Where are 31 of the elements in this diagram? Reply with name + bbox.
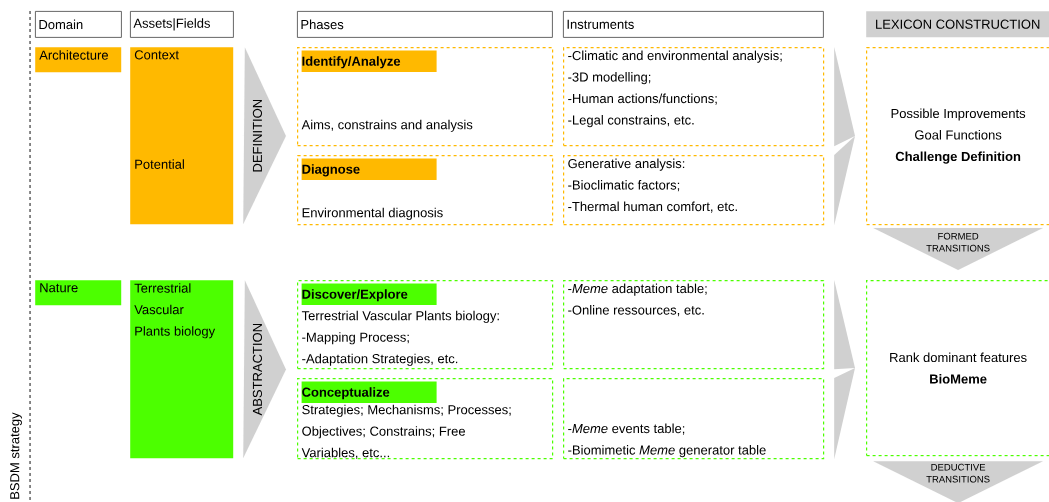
phase-box: -Climatic and environmental analysis; -3D modelling; -Human actions/functions; -Legal constrains, etc. xyxy=(563,47,825,147)
category-box: Terrestrial Vascular Plants biology xyxy=(130,280,234,459)
phase-box: -Meme events table; -Biomimetic Meme generator table xyxy=(563,378,825,460)
phase-box: Diagnose Environmental diagnosis xyxy=(297,155,554,226)
category-box: Nature xyxy=(35,280,122,306)
phase-box: Generative analysis: -Bioclimatic factors; -Thermal human comfort, etc. xyxy=(563,155,825,226)
axis-label: BSDM strategy xyxy=(10,412,22,499)
transition-arrow xyxy=(873,227,1043,270)
column-header: Domain xyxy=(35,11,122,38)
arrow-label: FORMED TRANSITIONS xyxy=(926,232,990,252)
column-header: Assets|Fields xyxy=(130,11,234,38)
phase-box: -Meme adaptation table; -Online ressources, etc. xyxy=(563,280,825,370)
column-header: Phases xyxy=(297,11,553,38)
column-header: Instruments xyxy=(563,11,824,38)
phase-box: Rank dominant features BioMeme xyxy=(866,280,1049,457)
chevron-arrow xyxy=(834,368,855,460)
chevron-arrow xyxy=(834,136,855,226)
category-box: Architecture xyxy=(35,47,122,73)
column-header: LEXICON CONSTRUCTION xyxy=(866,11,1049,38)
phase-box: Identify/Analyze Aims, constrains and analysis xyxy=(297,47,554,147)
arrow-label: ABSTRACTION xyxy=(252,324,262,416)
phase-box: Conceptualize Strategies; Mechanisms; Processes; Objectives; Constrains; Free Variables, etc... xyxy=(297,378,554,460)
chevron-arrow xyxy=(242,280,286,459)
category-box: Context Potential xyxy=(130,47,234,225)
chevron-arrow xyxy=(834,280,855,370)
phase-box: Discover/Explore Terrestrial Vascular Plants biology: -Mapping Process; -Adaptation Strategies, etc. xyxy=(297,280,554,370)
chevron-arrow xyxy=(242,47,286,225)
phase-box: Possible Improvements Goal Functions Challenge Definition xyxy=(866,47,1049,226)
chevron-arrow xyxy=(834,47,855,147)
arrow-label: DEDUCTIVE TRANSITIONS xyxy=(926,463,990,483)
arrow-label: DEFINITION xyxy=(252,99,262,172)
